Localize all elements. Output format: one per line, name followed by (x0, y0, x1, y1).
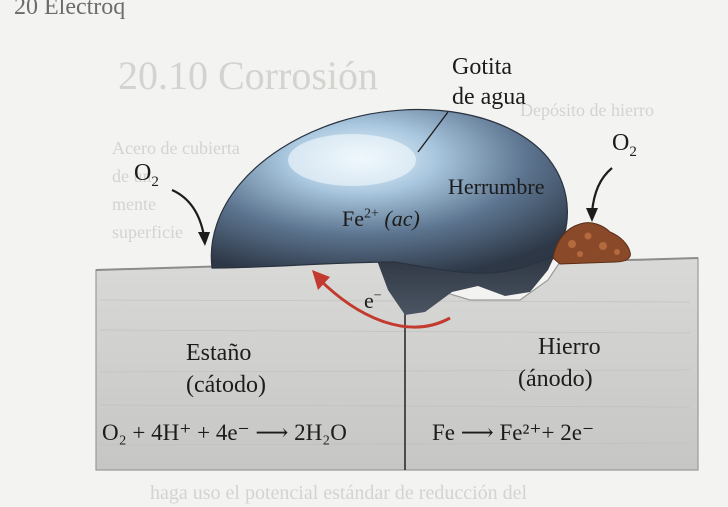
rust-texture (568, 232, 620, 257)
tin-label: Estaño (186, 340, 252, 366)
electron-symbol: e (364, 288, 374, 313)
background-section-heading: 20.10 Corrosión (118, 53, 378, 98)
o2-right-label: O2 (612, 130, 637, 161)
metal-top-edge (95, 265, 231, 271)
page-header-fragment: 20 Electroq (14, 0, 126, 20)
background-line-4: mente (112, 194, 156, 214)
o2-right-arrow (590, 167, 613, 213)
rust-label: Herrumbre (448, 174, 545, 199)
background-line-5: superficie (112, 222, 183, 242)
background-line-2: Acero de cubierta (112, 138, 240, 158)
o2-left-subscript: 2 (151, 173, 159, 190)
anode-reaction: Fe ⟶ Fe²⁺+ 2e⁻ (432, 420, 595, 445)
background-line-1: Depósito de hierro (520, 100, 654, 120)
ion-symbol: Fe (342, 206, 364, 231)
o2-left-arrow (171, 188, 206, 237)
cathode-label: (cátodo) (186, 372, 266, 398)
droplet-label-2: de agua (452, 84, 526, 110)
o2-left-symbol: O (134, 160, 152, 186)
cathode-reaction: O₂ + 4H⁺ + 4e⁻ ⟶ 2H₂O (102, 420, 347, 445)
background-line-3: de un (112, 166, 152, 186)
electron-flow-arrow (316, 276, 451, 329)
o2-left-label: O2 (134, 160, 159, 191)
metal-texture (99, 299, 691, 446)
ion-label: Fe2+ (ac) (342, 206, 420, 232)
rust-deposit (552, 222, 631, 265)
electron-label: e− (364, 288, 382, 314)
anode-label: (ánodo) (518, 366, 593, 392)
iron-label: Hierro (538, 334, 601, 360)
o2-right-symbol: O (612, 130, 630, 156)
electron-charge: − (373, 288, 382, 304)
droplet-label: Gotita (452, 54, 512, 80)
droplet-highlight (288, 134, 416, 186)
ion-state: (ac) (384, 206, 420, 231)
electron-flow-arrowhead (312, 270, 330, 290)
o2-right-arrowhead (586, 208, 598, 222)
ion-charge: 2+ (364, 206, 379, 222)
o2-right-subscript: 2 (629, 143, 637, 160)
o2-left-arrowhead (198, 232, 210, 246)
background-bottom-line: haga uso el potencial estándar de reducc… (150, 482, 528, 504)
droplet-leader-line (417, 111, 449, 153)
